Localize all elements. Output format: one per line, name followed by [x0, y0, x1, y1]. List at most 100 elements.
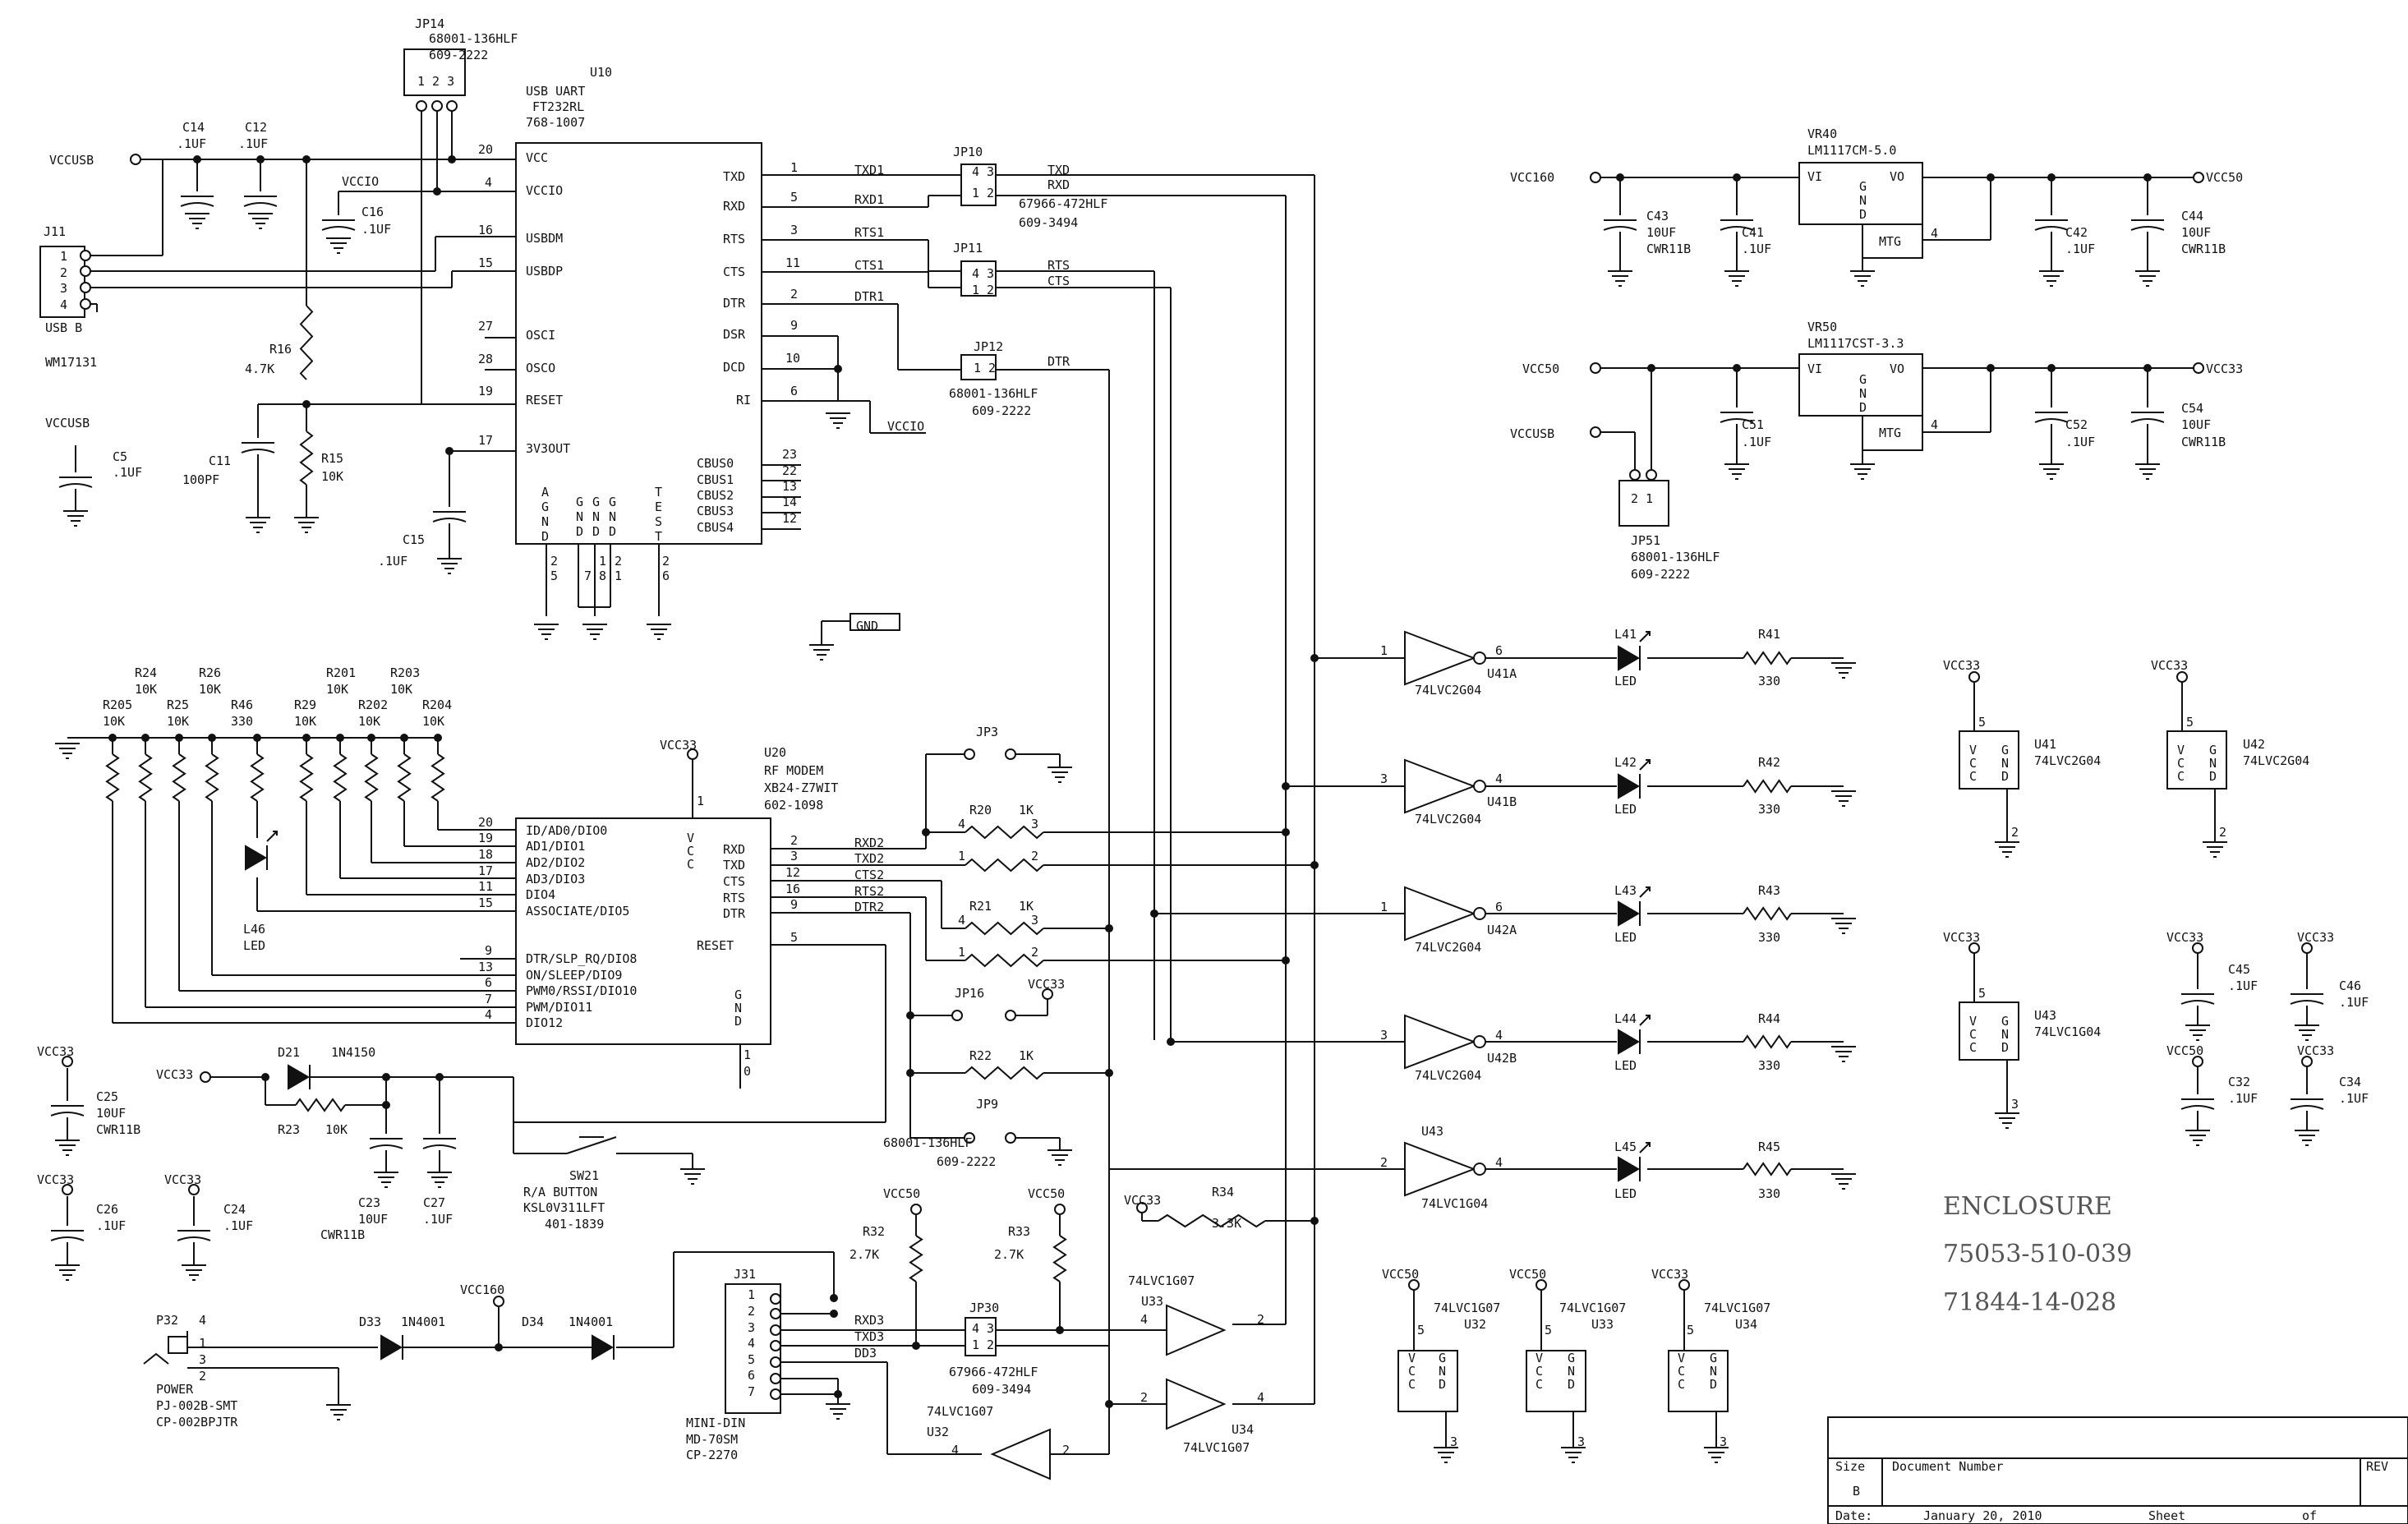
schematic-label: 2	[615, 554, 622, 569]
schematic-label: 2.7K	[849, 1247, 879, 1262]
junction-dot	[1310, 1217, 1319, 1225]
schematic-label: 11	[785, 256, 800, 270]
schematic-label: 330	[1758, 802, 1780, 817]
device-symbols	[50, 100, 2324, 1480]
schematic-label: 2.7K	[994, 1247, 1024, 1262]
schematic-label: RTS1	[854, 225, 884, 240]
schematic-label: U34	[1232, 1422, 1254, 1437]
schematic-label: 1	[1380, 643, 1388, 658]
schematic-label: R42	[1758, 755, 1780, 770]
schematic-label: 2	[1380, 1155, 1388, 1170]
schematic-label: R32	[863, 1224, 885, 1239]
schematic-label: U42	[2243, 737, 2265, 752]
led-symbol	[1618, 900, 1640, 927]
ground-symbol	[1830, 790, 1857, 807]
schematic-label: 16	[478, 223, 493, 237]
resistor-symbol	[250, 753, 265, 802]
schematic-label: R44	[1758, 1011, 1780, 1026]
schematic-label: VCC50	[2166, 1043, 2203, 1058]
schematic-label: U42A	[1487, 923, 1517, 937]
schematic-label: 6	[790, 384, 798, 398]
junction-dot	[302, 400, 311, 408]
junction-dot	[336, 734, 344, 742]
port-terminal	[2192, 1056, 2203, 1067]
schematic-label: TXD2	[854, 851, 884, 866]
inverter-gate	[1404, 886, 1476, 942]
diode-symbol	[592, 1334, 614, 1361]
schematic-label: DCD	[723, 360, 745, 375]
schematic-label: January 20, 2010	[1923, 1508, 2042, 1523]
schematic-label: 9	[790, 897, 798, 912]
schematic-label: 4	[485, 1007, 492, 1022]
schematic-label: R204	[422, 698, 452, 712]
schematic-label: C41	[1742, 225, 1764, 240]
schematic-label: VCC33	[1943, 930, 1980, 945]
schematic-label: U33	[1141, 1294, 1163, 1309]
schematic-label: 4.7K	[245, 361, 274, 376]
schematic-label: 10K	[390, 682, 412, 697]
port-terminal	[431, 100, 443, 112]
junction-dot	[367, 734, 375, 742]
schematic-label: R33	[1008, 1224, 1030, 1239]
schematic-label: 3	[60, 281, 67, 296]
schematic-label: 2	[1062, 1443, 1070, 1457]
schematic-label: 609-2222	[429, 48, 488, 62]
schematic-label: MTG	[1879, 234, 1901, 249]
resistor-symbol	[1743, 906, 1792, 921]
schematic-label: CBUS3	[697, 504, 734, 518]
schematic-label: JP16	[955, 986, 984, 1001]
schematic-label: D	[734, 1014, 742, 1029]
schematic-label: JP30	[969, 1301, 999, 1315]
schematic-label: 1 2	[974, 361, 996, 375]
capacitor-symbol	[1603, 219, 1637, 231]
resistor-symbol	[397, 753, 412, 802]
schematic-label: AD2/DIO2	[526, 855, 585, 870]
schematic-label: 10K	[422, 714, 444, 729]
schematic-label: C46	[2339, 978, 2361, 993]
resistor-symbol	[965, 825, 1044, 840]
schematic-label: VI	[1807, 361, 1822, 376]
schematic-label: V	[1536, 1351, 1543, 1365]
schematic-label: RXD1	[854, 192, 884, 207]
capacitor-symbol	[2180, 993, 2215, 1005]
junction-dot	[382, 1101, 390, 1109]
schematic-label: 12	[785, 865, 800, 880]
schematic-label: 4	[958, 817, 965, 831]
schematic-label: .1UF	[223, 1218, 253, 1233]
schematic-label: 3V3OUT	[526, 441, 570, 456]
schematic-label: D33	[359, 1315, 381, 1329]
schematic-label: .1UF	[2339, 1091, 2369, 1106]
schematic-label: 1	[615, 569, 622, 583]
capacitor-symbol	[243, 196, 278, 207]
schematic-label: 4	[1931, 417, 1938, 432]
schematic-label: R45	[1758, 1140, 1780, 1154]
port-terminal	[770, 1293, 781, 1305]
schematic-label: VCCIO	[342, 174, 379, 189]
port-terminal	[1005, 748, 1016, 760]
capacitor-symbol	[321, 219, 356, 231]
schematic-label: VR40	[1807, 127, 1837, 141]
schematic-label: U41A	[1487, 666, 1517, 681]
schematic-label: 68001-136HLF	[1631, 550, 1720, 564]
schematic-label: 7	[485, 992, 492, 1006]
schematic-label: RI	[736, 393, 751, 407]
schematic-label: C12	[245, 120, 267, 135]
junction-dot	[830, 1294, 838, 1302]
schematic-label: 1	[790, 160, 798, 175]
schematic-label: VCC33	[156, 1067, 193, 1082]
schematic-label: R205	[103, 698, 132, 712]
ground-symbol	[1994, 1112, 2020, 1129]
schematic-label: G	[1859, 179, 1867, 194]
ground-symbol	[247, 213, 274, 229]
schematic-label: 5	[2186, 715, 2194, 730]
schematic-label: N	[609, 509, 616, 524]
ground-symbol	[54, 743, 81, 759]
port-terminal	[200, 1071, 211, 1083]
schematic-label: U43	[2034, 1008, 2056, 1023]
schematic-label: 74LVC2G04	[1415, 1068, 1481, 1083]
schematic-label: 23	[782, 447, 797, 462]
schematic-label: USB UART	[526, 84, 585, 99]
schematic-label: C14	[182, 120, 205, 135]
